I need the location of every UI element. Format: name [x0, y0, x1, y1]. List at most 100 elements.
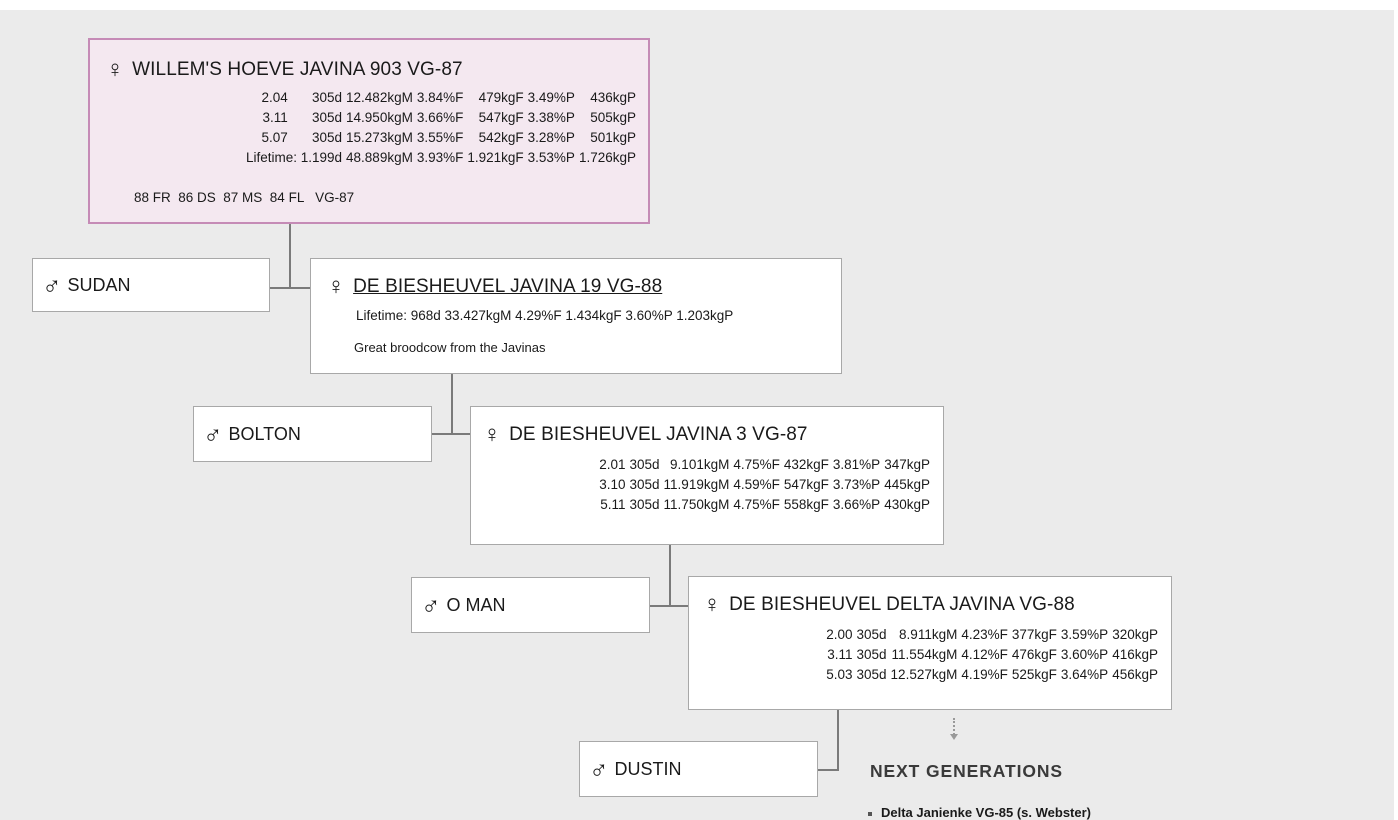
connector-line [431, 433, 471, 435]
lactation-age: 3.11 [827, 647, 853, 662]
cow-name: DE BIESHEUVEL JAVINA 3 VG-87 [509, 424, 808, 445]
lactation-age: 3.10 [599, 477, 626, 492]
lactation-fat-kg: 542kgF [478, 130, 524, 145]
lactation-fat-pct: 4.75%F [733, 497, 780, 512]
lactation-milk: 11.750kgM [663, 497, 730, 512]
sire-title: ♂ SUDAN [42, 272, 131, 298]
lactation-protein-pct: 3.60%P [1060, 647, 1109, 662]
lactation-age: 3.11 [262, 110, 288, 125]
lactation-fat-kg: 432kgF [783, 457, 829, 472]
female-icon: ♀ [327, 273, 346, 300]
male-icon: ♂ [42, 270, 62, 300]
sire-card-dustin[interactable]: ♂ DUSTIN [579, 741, 818, 797]
lactation-milk: 9.101kgM [670, 457, 730, 472]
lactation-milk: 11.919kgM [663, 477, 730, 492]
lactation-row: 5.11 305d 11.750kgM 4.75%F 558kgF 3.66%P… [599, 495, 930, 515]
lactation-protein-pct: 3.73%P [832, 477, 881, 492]
lactation-protein-kg: 436kgP [590, 90, 636, 105]
lactation-days: 305d [311, 110, 343, 125]
male-icon: ♂ [421, 590, 441, 620]
down-arrow-icon [950, 734, 958, 740]
lactation-protein-pct: 3.28%P [527, 130, 575, 145]
cow-title: ♀ WILLEM'S HOEVE JAVINA 903 VG-87 [106, 58, 463, 82]
lactation-protein-kg: 416kgP [1112, 647, 1158, 662]
next-generation-item[interactable]: Delta Janienke VG-85 (s. Webster) [868, 805, 1091, 820]
cow-title: ♀ DE BIESHEUVEL DELTA JAVINA VG-88 [703, 593, 1075, 617]
lactation-fat-kg: 476kgF [1011, 647, 1057, 662]
lifetime-row: Lifetime: 1.199d 48.889kgM 3.93%F 1.921k… [246, 148, 636, 168]
lactation-age: 2.00 [826, 627, 853, 642]
sire-card-sudan[interactable]: ♂ SUDAN [32, 258, 270, 312]
lactation-protein-kg: 501kgP [590, 130, 636, 145]
lactation-milk: 14.950kgM [346, 110, 413, 125]
next-generation-dashed-line [953, 718, 955, 735]
lactation-row: 5.03 305d 12.527kgM 4.19%F 525kgF 3.64%P… [826, 665, 1158, 685]
connector-line [837, 708, 839, 770]
lactation-fat-pct: 4.59%F [733, 477, 780, 492]
lactation-milk: 8.911kgM [899, 627, 958, 642]
lactation-row: 2.04 305d 12.482kgM 3.84%F 479kgF 3.49%P… [246, 88, 636, 108]
lactation-protein-pct: 3.49%P [527, 90, 575, 105]
connector-line [269, 287, 311, 289]
cow-note: Great broodcow from the Javinas [354, 340, 546, 355]
lactation-table: 2.04 305d 12.482kgM 3.84%F 479kgF 3.49%P… [246, 88, 636, 168]
lactation-table: 2.00 305d 8.911kgM 4.23%F 377kgF 3.59%P … [826, 625, 1158, 685]
lactation-fat-pct: 3.66%F [416, 110, 464, 125]
lactation-age: 2.01 [599, 457, 626, 472]
lactation-age: 5.11 [600, 497, 626, 512]
lactation-protein-kg: 347kgP [884, 457, 930, 472]
connector-line [451, 372, 453, 434]
lactation-age: 2.04 [261, 90, 288, 105]
cow-name-link[interactable]: DE BIESHEUVEL JAVINA 19 VG-88 [353, 276, 663, 297]
sire-title: ♂ BOLTON [203, 421, 301, 447]
cow-card-de-biesheuvel-javina-3: ♀ DE BIESHEUVEL JAVINA 3 VG-87 2.01 305d… [470, 406, 944, 545]
lactation-days: 305d [311, 130, 343, 145]
lactation-days: 305d [629, 457, 660, 472]
lactation-row: 2.01 305d 9.101kgM 4.75%F 432kgF 3.81%P … [599, 455, 930, 475]
lactation-fat-kg: 547kgF [478, 110, 524, 125]
sire-card-o-man[interactable]: ♂ O MAN [411, 577, 650, 633]
lactation-milk: 12.527kgM [890, 667, 958, 682]
lifetime-days: Lifetime: 1.199d [245, 150, 343, 165]
lactation-fat-kg: 377kgF [1011, 627, 1057, 642]
classification-scores: 88 FR 86 DS 87 MS 84 FL VG-87 [134, 190, 355, 205]
lactation-protein-pct: 3.64%P [1060, 667, 1109, 682]
lactation-days: 305d [311, 90, 343, 105]
cow-name: DE BIESHEUVEL DELTA JAVINA VG-88 [729, 594, 1075, 615]
lifetime-protein-kg: 1.726kgP [578, 150, 636, 165]
lactation-fat-pct: 4.75%F [733, 457, 780, 472]
lactation-days: 305d [629, 477, 660, 492]
next-generation-label: Delta Janienke VG-85 (s. Webster) [881, 805, 1092, 820]
connector-line [289, 222, 291, 288]
lactation-protein-kg: 445kgP [884, 477, 930, 492]
sire-card-bolton[interactable]: ♂ BOLTON [193, 406, 432, 462]
connector-line [669, 543, 671, 606]
lactation-milk: 15.273kgM [346, 130, 413, 145]
lactation-row: 3.11 305d 11.554kgM 4.12%F 476kgF 3.60%P… [826, 645, 1158, 665]
lactation-row: 3.11 305d 14.950kgM 3.66%F 547kgF 3.38%P… [246, 108, 636, 128]
lactation-row: 3.10 305d 11.919kgM 4.59%F 547kgF 3.73%P… [599, 475, 930, 495]
cow-card-de-biesheuvel-javina-19: ♀ DE BIESHEUVEL JAVINA 19 VG-88 Lifetime… [310, 258, 842, 374]
sire-title: ♂ O MAN [421, 592, 506, 618]
lifetime-fat-kg: 1.921kgF [467, 150, 524, 165]
lactation-milk: 12.482kgM [346, 90, 413, 105]
lactation-days: 305d [856, 647, 887, 662]
cow-title: ♀ DE BIESHEUVEL JAVINA 19 VG-88 [327, 275, 662, 299]
lactation-protein-kg: 320kgP [1112, 627, 1158, 642]
cow-title: ♀ DE BIESHEUVEL JAVINA 3 VG-87 [483, 423, 808, 447]
lactation-milk: 11.554kgM [891, 647, 958, 662]
lactation-days: 305d [629, 497, 660, 512]
lactation-protein-kg: 505kgP [590, 110, 636, 125]
lactation-days: 305d [856, 667, 887, 682]
lactation-row: 2.00 305d 8.911kgM 4.23%F 377kgF 3.59%P … [826, 625, 1158, 645]
male-icon: ♂ [589, 754, 609, 784]
male-icon: ♂ [203, 419, 223, 449]
female-icon: ♀ [106, 56, 125, 83]
lactation-protein-pct: 3.38%P [527, 110, 575, 125]
lactation-fat-pct: 4.12%F [961, 647, 1008, 662]
lactation-fat-kg: 479kgF [478, 90, 524, 105]
sire-name: BOLTON [228, 423, 301, 444]
lactation-protein-pct: 3.66%P [832, 497, 881, 512]
sire-name: DUSTIN [614, 758, 682, 779]
connector-line [817, 769, 839, 771]
